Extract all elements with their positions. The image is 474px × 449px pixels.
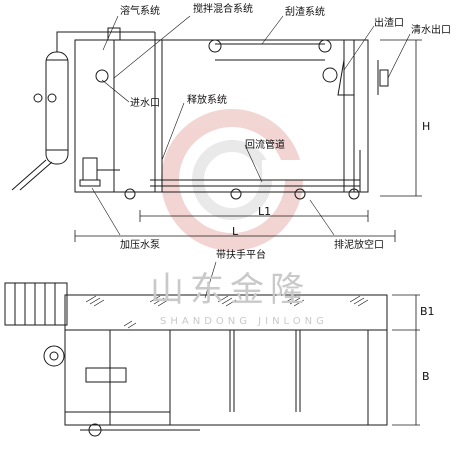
pressure-pump-label: 加压水泵 xyxy=(120,240,160,251)
dim-l1-label: L1 xyxy=(258,205,272,218)
plan-view xyxy=(4,282,388,437)
watermark-cn: 山东金隆 xyxy=(150,270,310,310)
dim-l-label: L xyxy=(232,225,239,238)
watermark-en: SHANDONG JINLONG xyxy=(160,316,328,327)
scraper-system-label: 刮渣系统 xyxy=(285,7,325,18)
plan-leaders xyxy=(204,261,217,299)
plan-tank xyxy=(64,329,388,426)
release-system-label: 释放系统 xyxy=(187,95,227,106)
sludge-outlet-label: 排泥放空口 xyxy=(334,240,384,251)
slag-outlet-label: 出渣口 xyxy=(374,18,404,29)
mixing-system-label: 搅拌混合系统 xyxy=(193,4,253,15)
elevation-view xyxy=(11,27,389,200)
dim-b1-label: B1 xyxy=(420,305,435,318)
elevation-leaders xyxy=(91,15,411,236)
water-inlet-label: 进水口 xyxy=(130,98,160,109)
stairs xyxy=(4,282,68,326)
reflux-pipe-label: 回流管道 xyxy=(245,140,285,151)
plan-dimensions xyxy=(392,294,420,426)
clear-water-outlet-label: 清水出口 xyxy=(411,25,451,36)
dim-b-label: B xyxy=(422,370,430,383)
elevation-dimensions xyxy=(74,39,422,242)
handrail-platform-label: 带扶手平台 xyxy=(216,250,266,261)
dissolved-air-system-label: 溶气系统 xyxy=(120,6,160,17)
main-tank xyxy=(74,39,369,193)
platform-hatch xyxy=(85,295,369,329)
dim-h-label: H xyxy=(422,120,431,133)
